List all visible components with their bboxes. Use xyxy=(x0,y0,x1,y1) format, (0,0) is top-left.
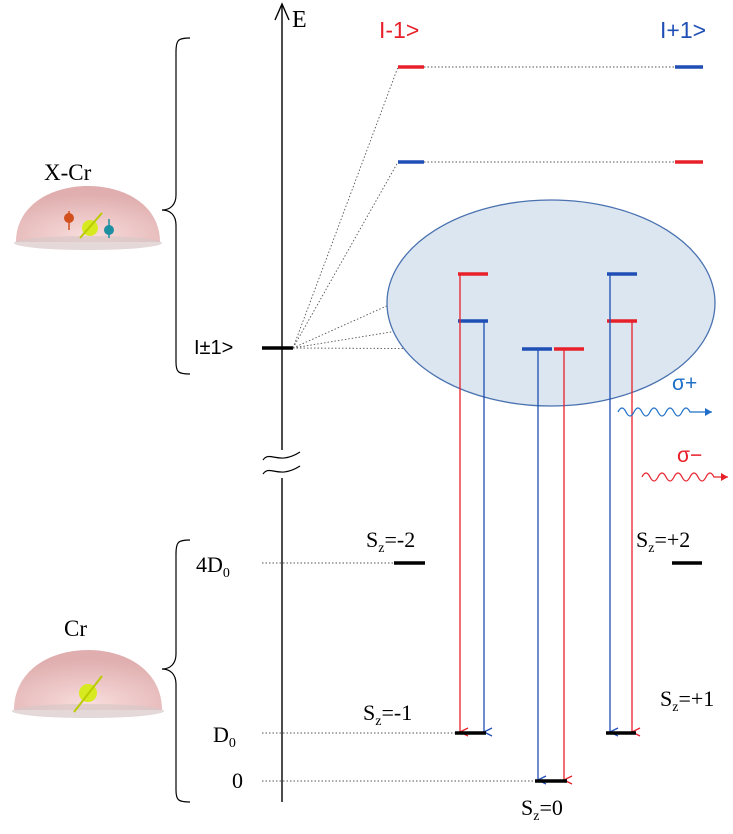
brace-exciton xyxy=(161,37,191,375)
axis-break-icon xyxy=(262,451,301,461)
group-label-exciton: X-Cr xyxy=(44,160,92,185)
ground-reference-lines xyxy=(262,562,535,782)
bright-exciton-ellipse xyxy=(386,199,716,407)
label-plus-one: I+1> xyxy=(660,17,706,43)
exciton-level-label: I±1> xyxy=(194,337,233,359)
sigma-minus-label: σ− xyxy=(677,444,702,467)
spin-label-sz-m2: Sz=-2 xyxy=(366,527,415,556)
brace-ground xyxy=(161,539,191,803)
sigma-plus-label: σ+ xyxy=(672,372,697,395)
energy-label-zero: 0 xyxy=(232,768,243,793)
group-label-ground: Cr xyxy=(64,616,87,641)
spin-label-sz-p2: Sz=+2 xyxy=(636,527,690,556)
label-minus-one: I-1> xyxy=(379,17,419,43)
axis-label-e: E xyxy=(292,7,307,33)
wavy-photon-red-icon xyxy=(641,472,728,482)
exciton-dot-illustration xyxy=(14,186,162,250)
spin-label-sz-0: Sz=0 xyxy=(521,795,563,824)
energy-label-d0: D0 xyxy=(213,722,236,751)
energy-axis: E xyxy=(262,2,307,802)
spin-label-sz-p1: Sz=+1 xyxy=(660,686,714,715)
spin-label-sz-m1: Sz=-1 xyxy=(363,700,412,729)
transition-arrows xyxy=(460,274,632,780)
energy-label-4d0: 4D0 xyxy=(196,552,230,581)
wavy-photon-blue-icon xyxy=(617,407,712,417)
axis-arrow-icon xyxy=(274,2,290,21)
cr-dot-illustration xyxy=(12,650,164,718)
